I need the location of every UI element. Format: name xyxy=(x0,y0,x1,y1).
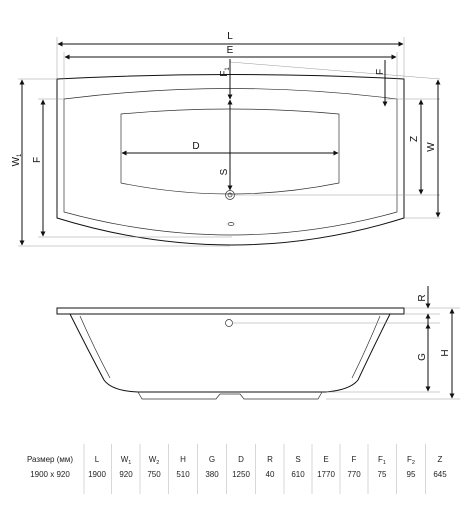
table-value-cell: 770 xyxy=(347,470,361,479)
table-value-cell: 380 xyxy=(205,470,219,479)
dim-G-label: G xyxy=(417,353,428,361)
tub-side-body xyxy=(69,313,391,393)
tub-side-feet xyxy=(137,391,323,400)
table-value-cell: 750 xyxy=(147,470,161,479)
tub-inner-basin xyxy=(120,108,340,195)
table-header-cell: G xyxy=(209,455,215,464)
table-value-cell: 610 xyxy=(291,470,305,479)
side-view: R G H xyxy=(56,286,460,400)
table-value-cell: 75 xyxy=(378,470,387,479)
dim-F2-label: F xyxy=(375,69,386,75)
dim-S-label: S xyxy=(219,168,230,175)
spec-table: Размер (мм) L W1 W2 H G D R S E F F1 F2 Z 1900 х 920 19… xyxy=(27,444,447,494)
table-value-cell: 1900 xyxy=(88,470,106,479)
table-value-cell: 1250 xyxy=(232,470,250,479)
overflow-hole xyxy=(227,222,235,226)
table-header-cell: F xyxy=(352,455,357,464)
tub-side-inner xyxy=(79,315,111,379)
table-value-cell: 510 xyxy=(176,470,190,479)
side-overflow-hole xyxy=(225,319,233,327)
table-header-cell: Z xyxy=(438,455,443,464)
table-header-cell: W2 xyxy=(149,455,160,466)
dim-R-label: R xyxy=(417,294,428,301)
dim-W1-label: W1 xyxy=(11,153,23,166)
dim-Z-label: Z xyxy=(409,136,420,142)
table-value-cell: 95 xyxy=(407,470,416,479)
table-header-cell: W1 xyxy=(121,455,132,466)
table-value-cell: 40 xyxy=(266,470,275,479)
table-header-cell: R xyxy=(267,455,273,464)
dim-F1-label: F1 xyxy=(219,67,231,77)
table-value-cell: 920 xyxy=(119,470,133,479)
table-value-cell: 1770 xyxy=(317,470,335,479)
tub-side-rim xyxy=(56,307,405,315)
dim-H-label: H xyxy=(440,349,451,356)
table-header-cell: D xyxy=(238,455,244,464)
table-value-cell: 1900 х 920 xyxy=(30,470,70,479)
table-header-cell: F1 xyxy=(378,455,386,466)
table-header-cell: H xyxy=(180,455,186,464)
dim-E-label: E xyxy=(227,45,234,56)
dim-W-label: W xyxy=(426,142,437,152)
table-header-cell: Размер (мм) xyxy=(27,455,73,464)
dim-L-label: L xyxy=(227,31,233,42)
top-view: L E F1 F D S Z W W1 xyxy=(11,31,441,247)
tub-rim-outline xyxy=(63,88,398,236)
table-header-cell: L xyxy=(95,455,100,464)
table-header-cell: E xyxy=(323,455,328,464)
dim-F-label: F xyxy=(32,157,43,163)
table-value-cell: 645 xyxy=(433,470,447,479)
table-header-cell: F2 xyxy=(407,455,415,466)
tub-side-inner-right xyxy=(351,315,381,379)
dim-D-label: D xyxy=(192,141,199,152)
table-header-cell: S xyxy=(295,455,300,464)
